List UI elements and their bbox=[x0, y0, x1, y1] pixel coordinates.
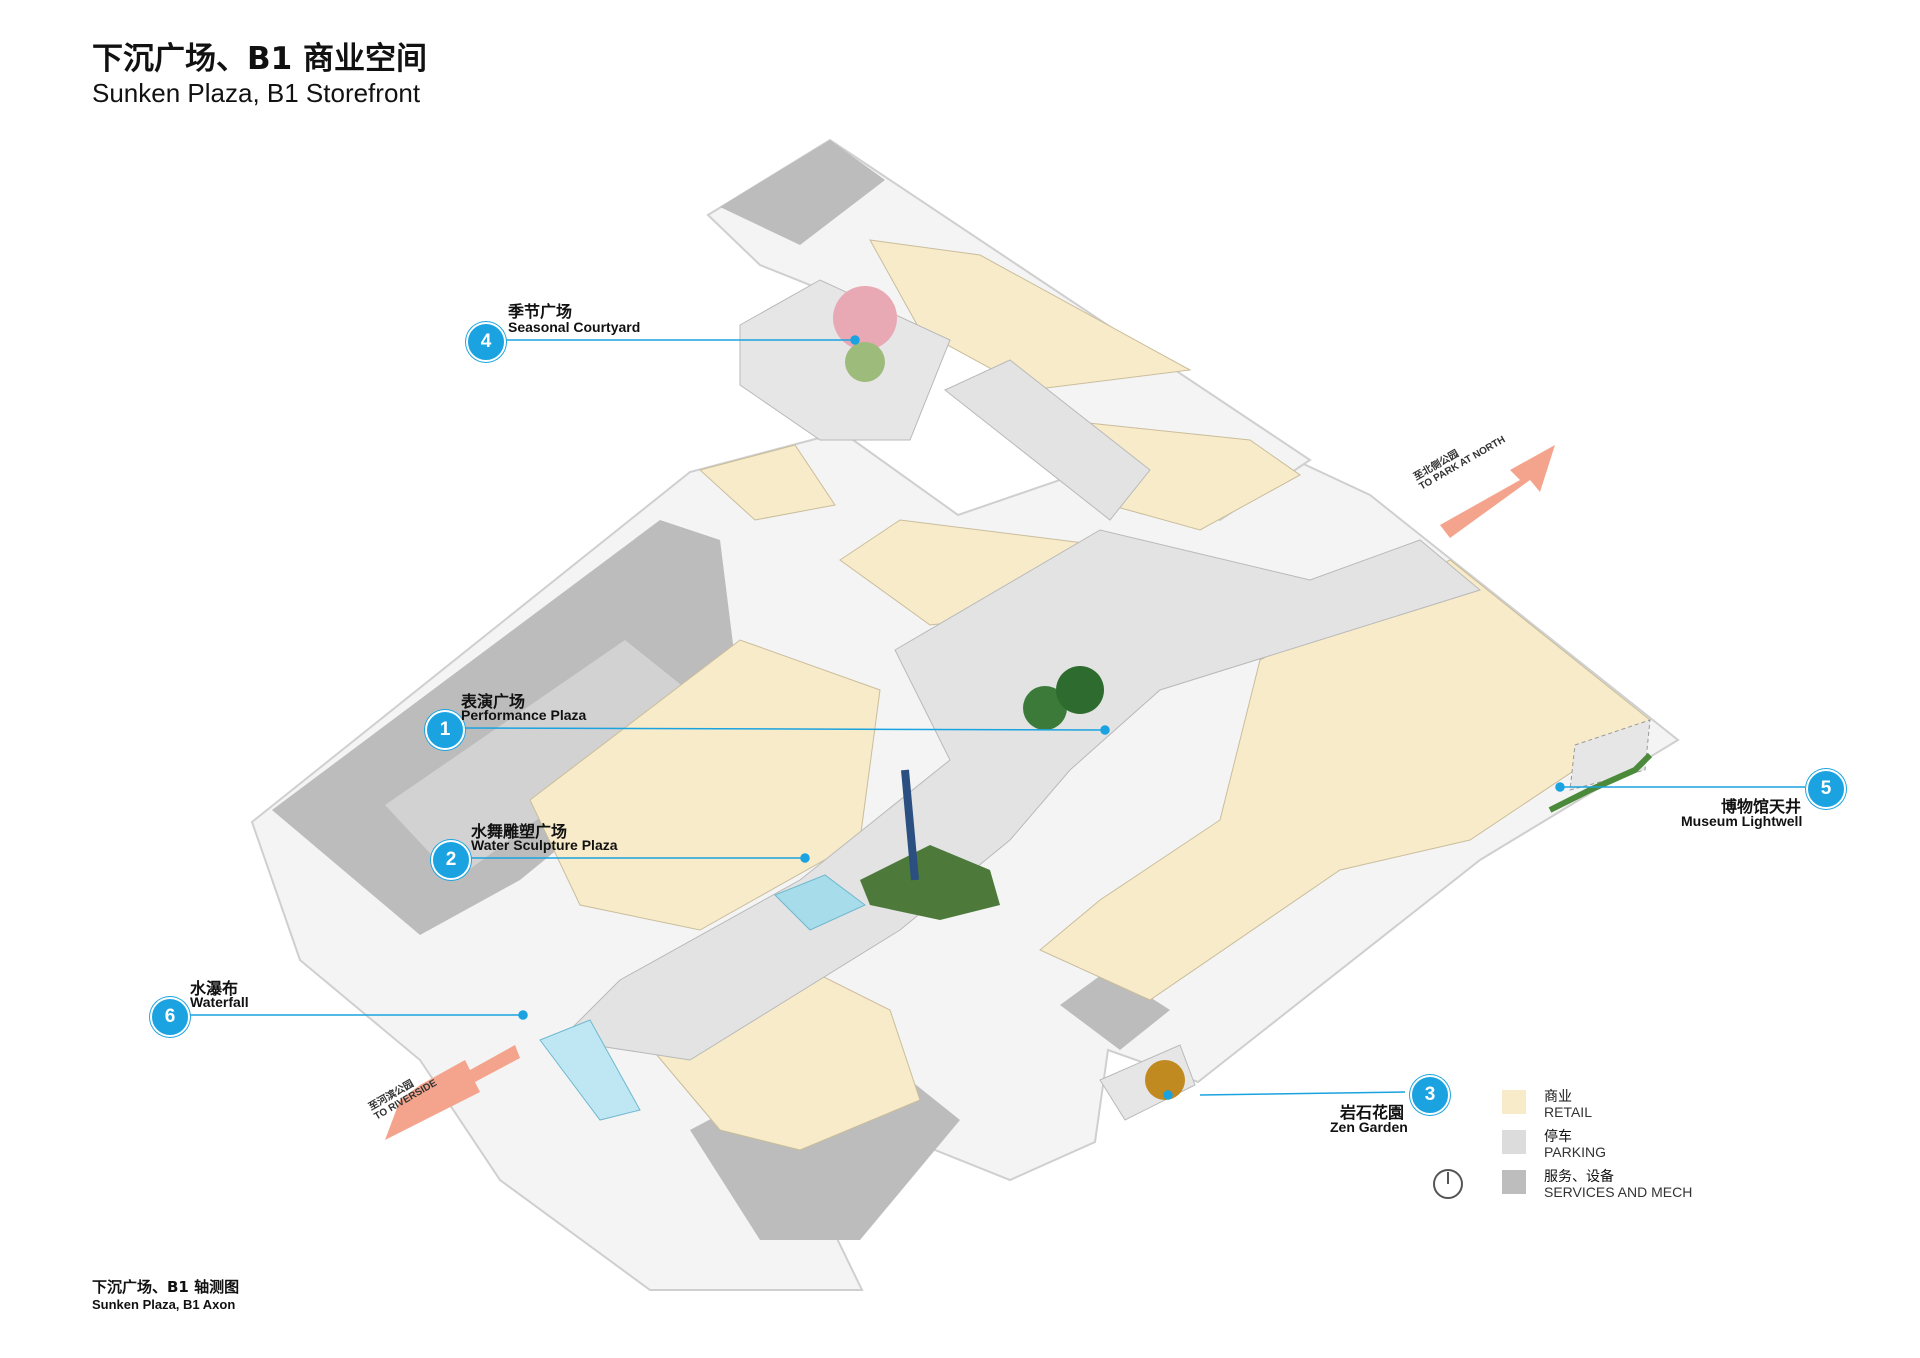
waterfall-channel bbox=[539, 1019, 641, 1121]
callout-label-zh: 水瀑布 bbox=[190, 979, 239, 998]
callout-label-zh: 季节广场 bbox=[508, 302, 573, 321]
performance-trees-2 bbox=[1056, 666, 1104, 714]
legend-swatch-retail bbox=[1502, 1090, 1526, 1114]
arrow-north bbox=[1440, 445, 1555, 538]
leader-dot-1 bbox=[1100, 725, 1110, 735]
callout-number: 3 bbox=[1410, 1075, 1450, 1115]
water-sculpture-lawn bbox=[860, 845, 1000, 920]
callout-number: 5 bbox=[1806, 769, 1846, 809]
legend-label-zh: 停车 bbox=[1544, 1129, 1572, 1145]
page-title-en: Sunken Plaza, B1 Storefront bbox=[92, 78, 421, 108]
callout-number: 2 bbox=[431, 840, 471, 880]
callout-label-zh: 表演广场 bbox=[461, 692, 526, 711]
callout-number: 6 bbox=[150, 997, 190, 1037]
page-title-zh: 下沉广场、B1 商业空间 bbox=[92, 41, 427, 77]
north-compass-icon bbox=[1433, 1169, 1463, 1199]
water-sculpture bbox=[901, 769, 919, 881]
callout-label-zh: 博物馆天井 bbox=[1721, 797, 1802, 816]
callout-label-en: Water Sculpture Plaza bbox=[471, 837, 618, 853]
leader-lines bbox=[188, 335, 1805, 1100]
callout-label-en: Performance Plaza bbox=[461, 707, 587, 723]
footer-caption-en: Sunken Plaza, B1 Axon bbox=[92, 1297, 236, 1312]
callout-label-zh: 水舞雕塑广场 bbox=[471, 822, 568, 841]
legend-item-retail: 商业 RETAIL bbox=[1502, 1086, 1762, 1126]
legend-label-en: RETAIL bbox=[1544, 1104, 1592, 1120]
leader-dot-5 bbox=[1555, 782, 1565, 792]
callout-number: 1 bbox=[425, 710, 465, 750]
parking-area-west-inner bbox=[385, 640, 700, 880]
lightwell-planting bbox=[1548, 752, 1653, 813]
performance-trees-1 bbox=[1023, 686, 1067, 730]
cherry-tree bbox=[833, 286, 897, 350]
legend-label-zh: 商业 bbox=[1544, 1089, 1572, 1105]
plaza-corridor bbox=[558, 529, 1482, 1061]
leader-line-3 bbox=[1199, 1091, 1406, 1096]
zen-garden-tree bbox=[1145, 1060, 1185, 1100]
footer-caption: 下沉广场、B1 轴测图 Sunken Plaza, B1 Axon bbox=[92, 1276, 239, 1312]
services-north bbox=[720, 140, 885, 245]
title-block: 下沉广场、B1 商业空间 Sunken Plaza, B1 Storefront bbox=[92, 40, 427, 108]
legend-swatch-parking bbox=[1502, 1130, 1526, 1154]
callout-label-en: Waterfall bbox=[190, 994, 249, 1010]
leader-dot-4 bbox=[850, 335, 860, 345]
callout-label-en: Zen Garden bbox=[1330, 1119, 1408, 1135]
callout-number: 4 bbox=[466, 322, 506, 362]
leader-dot-6 bbox=[518, 1010, 528, 1020]
callout-label-en: Museum Lightwell bbox=[1681, 813, 1803, 829]
legend-item-parking: 停车 PARKING bbox=[1502, 1126, 1762, 1166]
retail-northwest bbox=[698, 444, 836, 521]
north-walkway bbox=[944, 359, 1151, 521]
legend-label-zh: 服务、设备 bbox=[1544, 1169, 1614, 1185]
retail-east bbox=[1039, 559, 1651, 1001]
callout-label-en: Seasonal Courtyard bbox=[508, 319, 641, 335]
water-feature bbox=[774, 874, 866, 931]
retail-north-1 bbox=[869, 239, 1192, 391]
legend-label-en: SERVICES AND MECH bbox=[1544, 1184, 1693, 1200]
arrow-riverside bbox=[385, 1045, 520, 1140]
leader-line-1 bbox=[462, 727, 1106, 731]
leader-dot-2 bbox=[800, 853, 810, 863]
callout-label-zh: 岩石花園 bbox=[1340, 1103, 1405, 1122]
seasonal-courtyard-slab bbox=[739, 279, 951, 441]
services-east bbox=[1060, 970, 1170, 1050]
courtyard-planter bbox=[845, 342, 885, 382]
legend-swatch-services bbox=[1502, 1170, 1526, 1194]
footer-caption-zh: 下沉广场、B1 轴测图 bbox=[92, 1278, 240, 1296]
legend-label-en: PARKING bbox=[1544, 1144, 1606, 1160]
leader-dot-3 bbox=[1163, 1090, 1173, 1100]
legend-item-services: 服务、设备 SERVICES AND MECH bbox=[1502, 1166, 1762, 1206]
